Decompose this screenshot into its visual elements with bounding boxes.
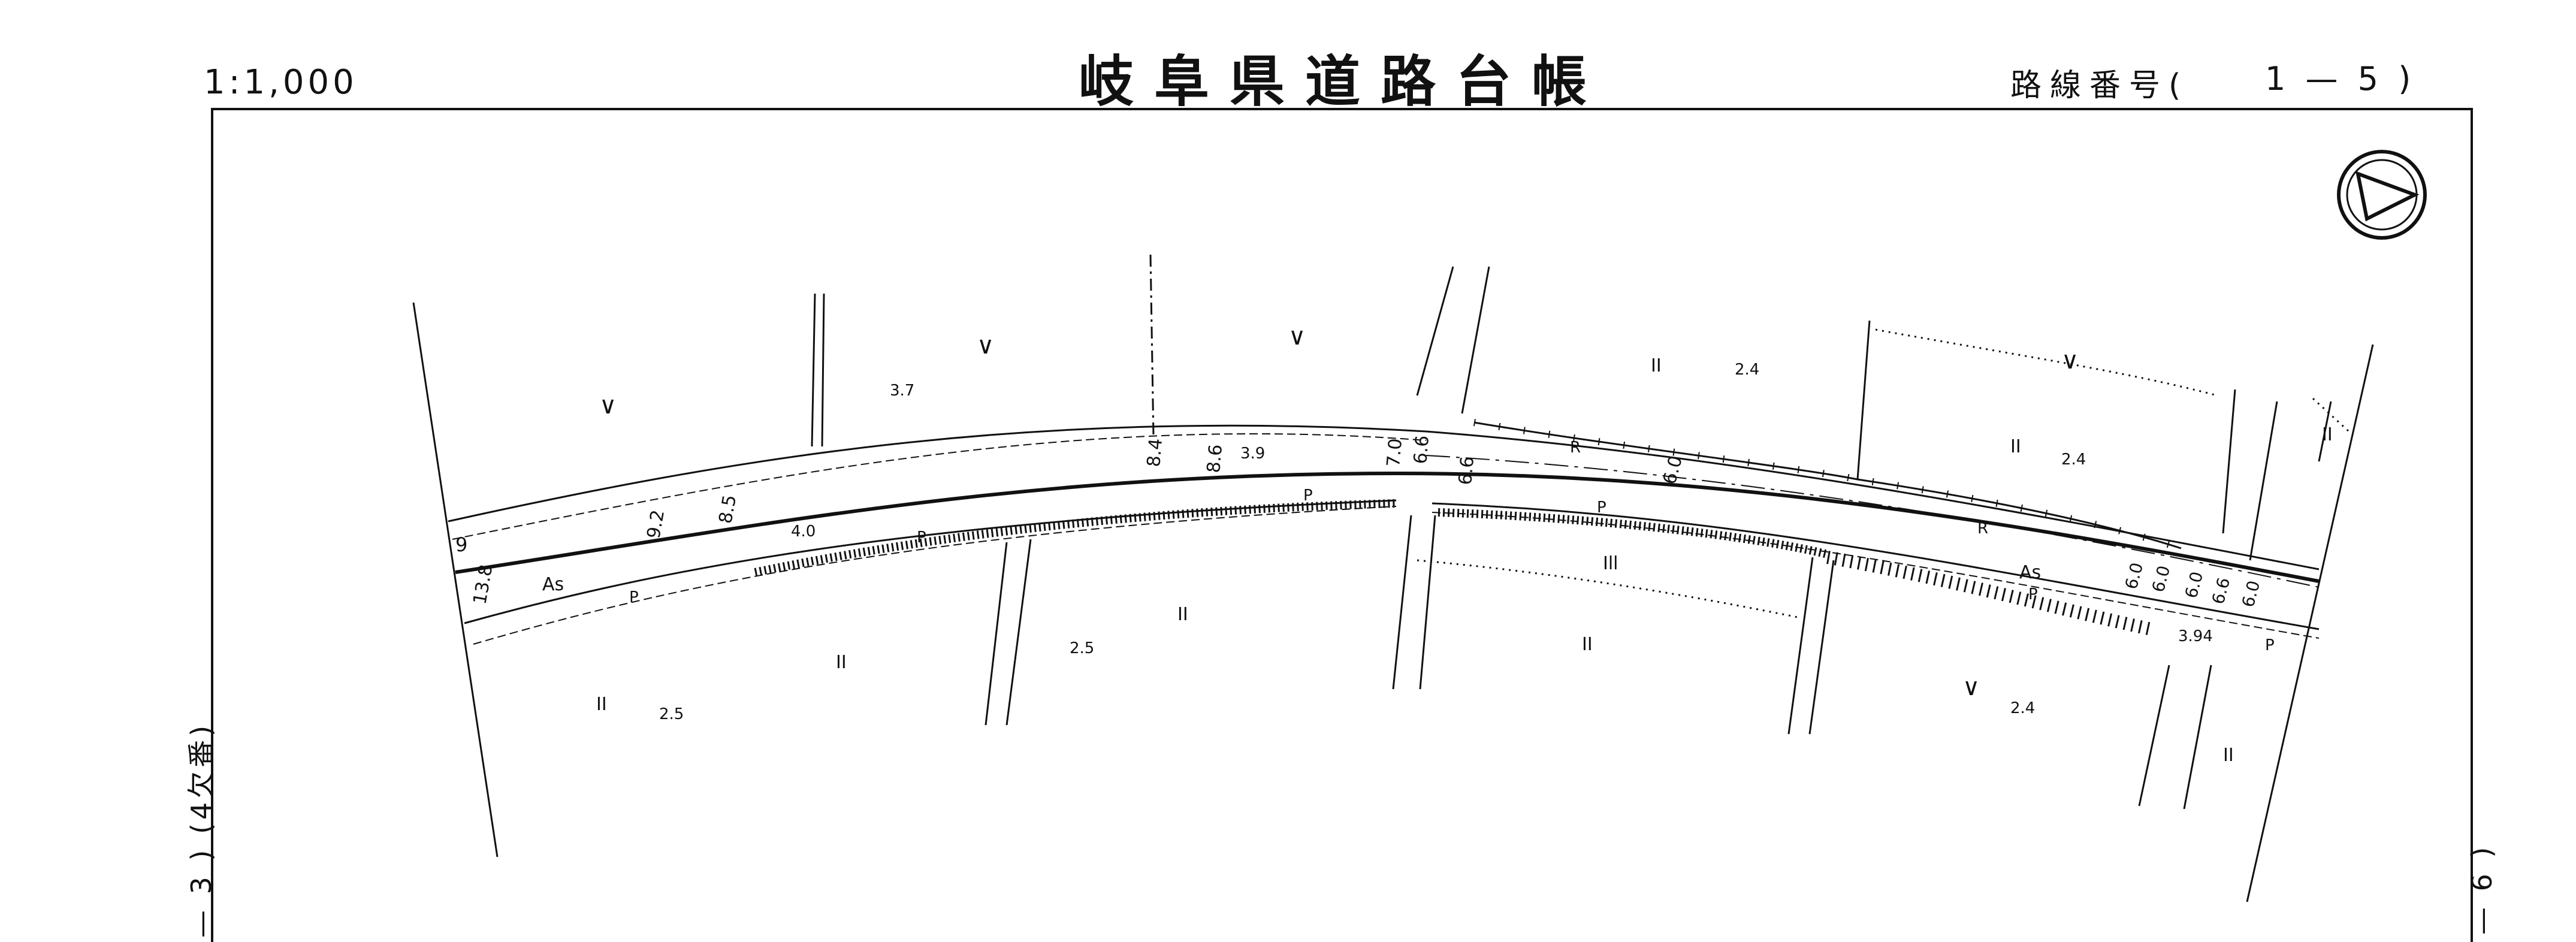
land-use-label: II	[2010, 436, 2021, 457]
fence-line	[1473, 419, 2182, 552]
elevation-label: 2.5	[659, 705, 684, 723]
page-title: 岐阜県道路台帳	[1079, 50, 1608, 114]
map-boundary	[412, 302, 2374, 902]
land-use-label: II	[596, 694, 607, 715]
road-width-label: 6.0	[2238, 578, 2264, 609]
elevation-label: 3.7	[890, 382, 914, 400]
land-use-label: II	[1177, 604, 1188, 625]
road-width-label: 8.5	[715, 493, 741, 525]
pole-label: P	[629, 588, 639, 606]
road-side-label: R	[1977, 520, 1988, 538]
property-boundaries	[1417, 328, 2350, 618]
road-width-label: 6.6	[1455, 455, 1478, 486]
road-width-label: 9.2	[643, 508, 669, 540]
elevation-label: 4.0	[791, 523, 816, 541]
pavement-label: As	[2019, 562, 2041, 583]
road-width-label: 7.0	[1383, 437, 1406, 468]
pole-label: P	[2265, 636, 2275, 654]
road-width-label: 6.0	[2181, 569, 2207, 600]
road-width-label: 8.6	[1203, 443, 1227, 474]
elevation-label: 3.9	[1240, 445, 1265, 463]
road-width-label: 9	[455, 533, 467, 556]
north-arrow-icon	[2337, 150, 2427, 240]
land-use-label: II	[2322, 424, 2333, 445]
road-width-label: 6.6	[2208, 575, 2234, 606]
elevation-label: 2.5	[1070, 639, 1094, 657]
pole-label: P	[1597, 499, 1606, 517]
pole-label: P	[1303, 487, 1313, 505]
road-width-label: 6.6	[1410, 434, 1433, 465]
map-frame	[211, 108, 2473, 942]
road-side-label: R	[1570, 439, 1581, 457]
land-use-label: II	[1651, 355, 1662, 376]
land-use-label: II	[836, 652, 847, 673]
road-width-label: 6.0	[2148, 563, 2174, 594]
land-use-label: ∨	[599, 392, 617, 419]
road-edges	[448, 424, 2320, 645]
land-use-label: II	[1582, 634, 1593, 655]
land-use-label: II	[2223, 745, 2234, 766]
pole-label: P	[917, 529, 926, 547]
pole-label: P	[2028, 585, 2038, 603]
road-width-label: 6.0	[2121, 560, 2147, 591]
land-use-label: ∨	[977, 332, 994, 360]
land-use-label: ∨	[2061, 347, 2079, 375]
route-number-label: 路線番号(	[2010, 68, 2190, 104]
pavement-label: As	[542, 574, 564, 595]
elevation-label: 2.4	[1735, 361, 1759, 379]
road-width-label: 6.0	[1659, 454, 1687, 487]
elevation-label: 2.4	[2010, 699, 2035, 717]
elevation-label: 2.4	[2061, 451, 2086, 469]
side-roads	[811, 254, 2332, 810]
land-use-label: ∨	[1962, 674, 1980, 701]
elevation-label: 3.94	[2178, 627, 2213, 645]
map-annotations: 3.7 4.0 3.9 2.5 2.5 2.4 2.4 2.4 3.94 9 1…	[455, 323, 2333, 766]
land-use-label: Ill	[1603, 553, 1618, 574]
land-use-label: ∨	[1288, 323, 1306, 351]
map-scale: 1:1,000	[204, 63, 358, 102]
route-number: 1 — 5 )	[2265, 60, 2416, 98]
road-width-label: 8.4	[1143, 437, 1167, 468]
curb-hatching	[754, 499, 2153, 636]
